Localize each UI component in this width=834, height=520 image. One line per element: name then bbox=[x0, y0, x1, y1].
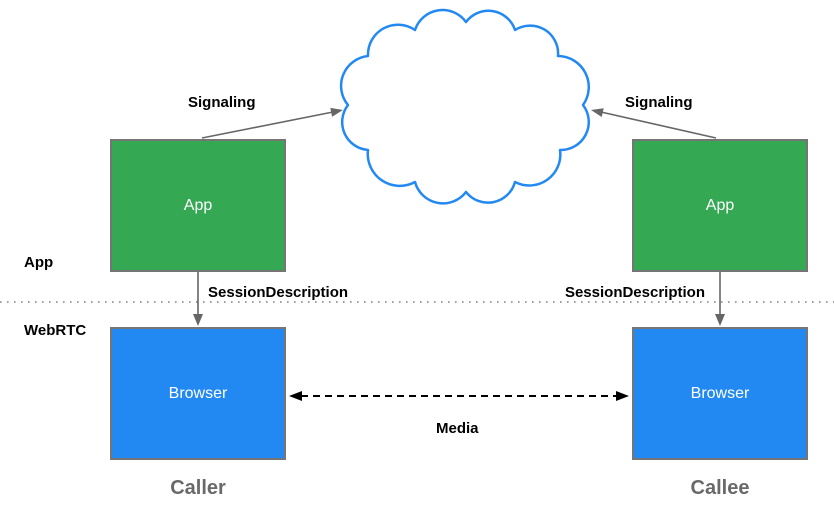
media-label: Media bbox=[436, 420, 479, 437]
media-arrow-right-head bbox=[616, 391, 629, 401]
signaling-arrow-right-line bbox=[600, 111, 717, 139]
session-description-label-left: SessionDescription bbox=[208, 284, 349, 301]
caller-label: Caller bbox=[170, 477, 226, 499]
callee-label: Callee bbox=[690, 477, 750, 499]
signaling-label-left: Signaling bbox=[188, 94, 256, 111]
caller-browser-box: Browser bbox=[110, 327, 286, 460]
caller-app-box-label: App bbox=[183, 196, 213, 214]
callee-browser-box-label: Browser bbox=[690, 384, 750, 402]
callee-app-box-label: App bbox=[705, 196, 735, 214]
layer-label-app: App bbox=[24, 254, 54, 271]
signaling-label-right: Signaling bbox=[625, 94, 693, 111]
signaling-arrow-right-head bbox=[591, 108, 604, 117]
layer-label-webrtc: WebRTC bbox=[24, 322, 87, 339]
signaling-arrow-left-head bbox=[330, 107, 343, 117]
caller-browser-box-label: Browser bbox=[168, 384, 228, 402]
media-arrow-left-head bbox=[289, 391, 302, 401]
cloud-icon bbox=[339, 8, 590, 205]
session-description-arrow-left-head bbox=[193, 314, 203, 326]
caller-app-box: App bbox=[110, 139, 286, 272]
callee-browser-box: Browser bbox=[632, 327, 808, 460]
signaling-arrow-left-line bbox=[201, 111, 334, 139]
callee-app-box: App bbox=[632, 139, 808, 272]
session-description-arrow-right-head bbox=[715, 314, 725, 326]
session-description-label-right: SessionDescription bbox=[564, 284, 705, 301]
